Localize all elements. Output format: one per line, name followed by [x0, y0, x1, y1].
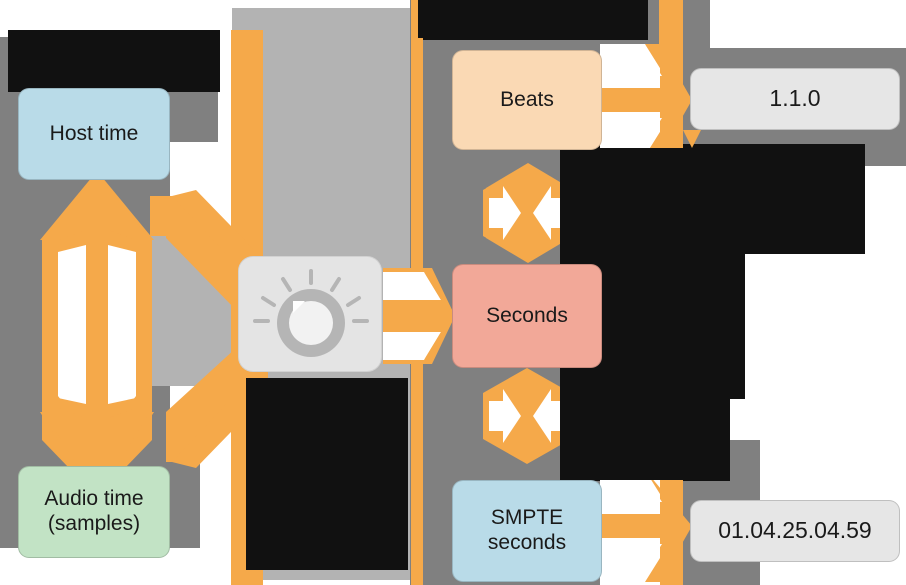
node-audio-time-line2: (samples) — [47, 512, 141, 535]
node-beats-label: Beats — [500, 87, 554, 111]
occlusion-topleft-b — [8, 30, 218, 90]
arrow-right-icon-smpte — [600, 470, 692, 585]
connector-audiotime-to-knob — [166, 348, 268, 462]
node-smpte-label: SMPTE seconds — [488, 506, 566, 556]
node-host-time[interactable]: Host time — [18, 88, 170, 180]
value-smpte-readout[interactable]: 01.04.25.04.59 — [690, 500, 900, 562]
node-seconds-label: Seconds — [486, 303, 568, 327]
hexagon-badge-icon-beats-seconds — [483, 163, 571, 263]
node-beats[interactable]: Beats — [452, 50, 602, 150]
value-beats-text: 1.1.0 — [769, 85, 821, 112]
occlusion-center-top — [246, 378, 408, 570]
hexagon-badge-icon-seconds-smpte — [483, 368, 571, 464]
value-smpte-text: 01.04.25.04.59 — [718, 517, 872, 544]
arrow-right-icon-beats — [600, 44, 692, 156]
node-smpte-line2: seconds — [487, 531, 567, 554]
arrow-right-icon — [383, 268, 455, 364]
arrow-stub-down — [683, 130, 701, 148]
node-smpte-seconds[interactable]: SMPTE seconds — [452, 480, 602, 582]
node-host-time-label: Host time — [49, 121, 139, 145]
node-audio-time-label: Audio time (samples) — [44, 487, 143, 537]
node-seconds[interactable]: Seconds — [452, 264, 602, 368]
occlusion-right-c — [560, 388, 730, 480]
knob-dial-icon[interactable] — [238, 256, 382, 372]
node-audio-time-line1: Audio time — [44, 487, 144, 511]
occlusion-top-b — [418, 0, 646, 38]
node-audio-time[interactable]: Audio time (samples) — [18, 466, 170, 558]
value-beats-readout[interactable]: 1.1.0 — [690, 68, 900, 130]
node-smpte-line1: SMPTE — [490, 506, 564, 530]
